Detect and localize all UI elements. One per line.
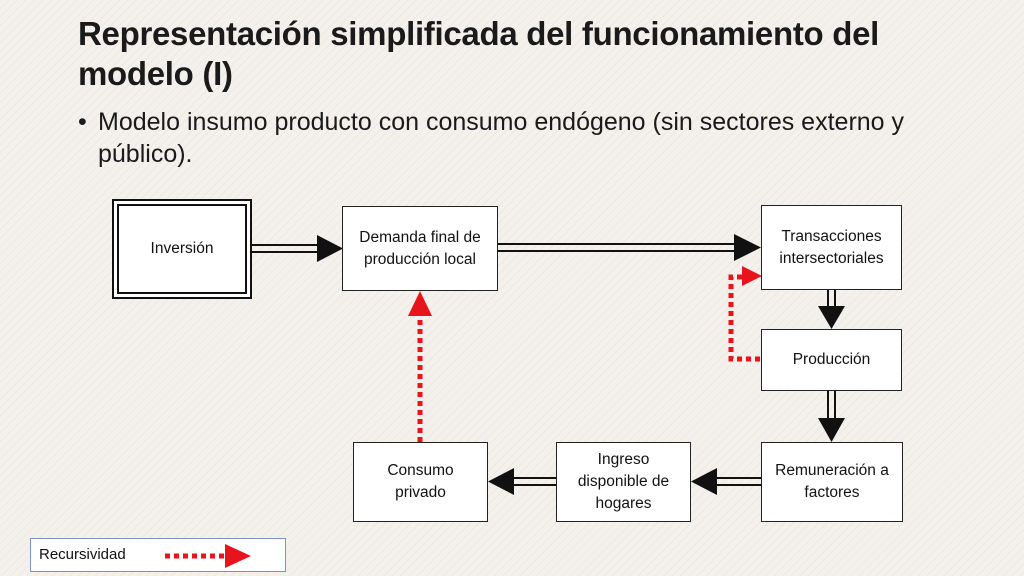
node-inversion: Inversión <box>112 199 252 299</box>
arrow-remuneracion-to-ingreso <box>691 468 761 495</box>
bullet-icon: • <box>78 108 87 136</box>
arrow-produccion-to-remuneracion <box>818 391 845 442</box>
slide-title: Representación simplificada del funciona… <box>78 15 880 92</box>
legend-label: Recursividad <box>39 546 126 563</box>
arrow-transacciones-to-produccion <box>818 290 845 329</box>
node-transacciones: Transacciones intersectoriales <box>761 205 902 290</box>
arrow-ingreso-to-consumo <box>488 468 556 495</box>
node-ingreso: Ingreso disponible de hogares <box>556 442 691 522</box>
recursion-arrow-consumo-to-demanda <box>408 291 432 442</box>
arrow-inversion-to-demanda <box>252 235 343 262</box>
arrow-demanda-to-transacciones <box>498 234 761 261</box>
bullet-text: Modelo insumo producto con consumo endóg… <box>98 108 905 168</box>
legend: Recursividad <box>30 538 286 572</box>
node-remuneracion: Remuneración a factores <box>761 442 903 522</box>
bullet-point: • Modelo insumo producto con consumo end… <box>78 106 958 170</box>
node-demanda-final: Demanda final de producción local <box>342 206 498 291</box>
recursion-arrow-produccion-to-transacciones <box>728 266 762 362</box>
node-consumo: Consumo privado <box>353 442 488 522</box>
node-produccion: Producción <box>761 329 902 391</box>
recursion-legend-icon <box>165 544 251 568</box>
